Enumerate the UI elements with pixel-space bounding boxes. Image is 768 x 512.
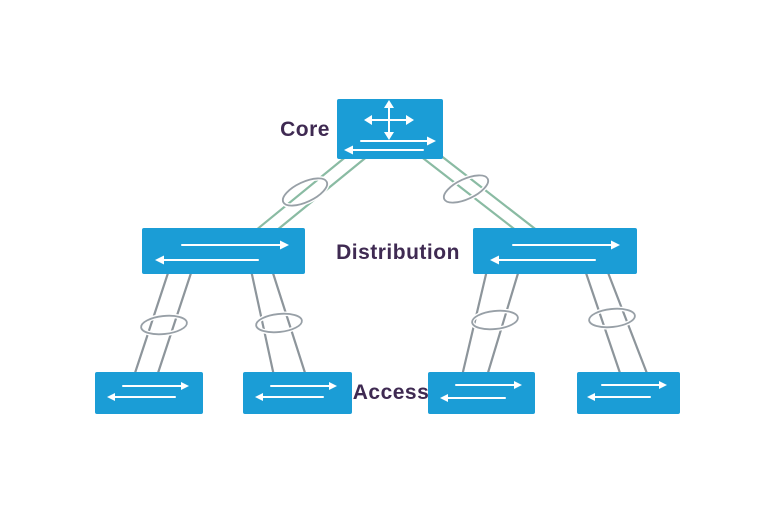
etherchannel-bundle-icon [442,174,490,204]
distribution-layer-label: Distribution [336,241,460,264]
link-line [248,153,350,237]
link-line [249,268,276,378]
link-distribution-2-to-access-3 [459,267,522,379]
etherchannel-bundle-icon [255,312,303,334]
switch-icon [490,240,620,265]
link-line [155,268,194,378]
link-core-to-distribution-1 [247,152,372,238]
switch-icon [155,240,289,265]
access-switch-2-node [243,372,352,414]
access-switch-1-node [95,372,203,414]
switch-box [577,372,680,414]
switch-box [142,228,305,274]
link-core-to-distribution-2 [416,152,546,238]
link-line [583,268,623,378]
core-switch-node [337,99,443,159]
access-layer-label: Access [353,381,430,404]
link-line [132,268,171,378]
switch-box [473,228,637,274]
link-line [438,153,545,237]
link-line [270,268,308,378]
etherchannel-bundle-icon [140,314,188,336]
multilayer-switch-icon [344,100,436,155]
access-switch-3-node [428,372,535,414]
etherchannel-bundle-icon [281,177,329,207]
switch-box [428,372,535,414]
switch-box [95,372,203,414]
link-line [417,153,524,237]
switch-icon [255,382,337,401]
etherchannel-bundle-icon [588,307,636,329]
distribution-switch-2-node [473,228,637,274]
distribution-switch-1-node [142,228,305,274]
link-distribution-1-to-access-2 [248,267,309,379]
switch-icon [440,381,522,402]
link-distribution-2-to-access-4 [582,267,651,379]
etherchannel-bundle-icon [471,309,519,331]
access-switch-4-node [577,372,680,414]
link-distribution-1-to-access-1 [131,267,195,379]
link-line [485,268,521,378]
core-layer-label: Core [280,118,330,141]
switch-box [243,372,352,414]
switch-icon [107,382,189,401]
switch-icon [587,381,667,401]
